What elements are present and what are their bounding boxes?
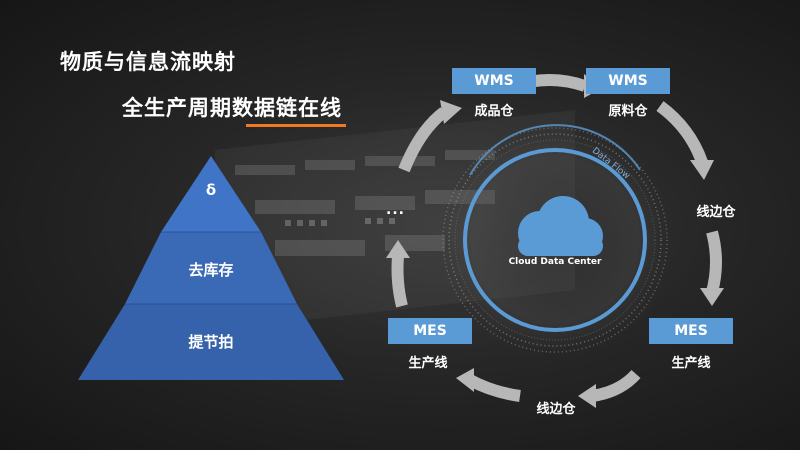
wms-badge-finished-goods: WMS [452,68,536,94]
pyramid-label-middle: 去库存 [188,261,234,279]
arrowhead-bottom [456,368,474,392]
arrowhead-right-bottom [578,384,596,408]
pyramid-label-top: δ [205,181,217,199]
dotted-ring-middle [448,133,662,347]
cloud-icon [518,196,603,256]
page-title: 物质与信息流映射 [60,50,236,74]
cloud-data-center-label: Cloud Data Center [508,257,602,267]
pyramid-label-bottom: 提节拍 [188,333,234,351]
node-label-finished-goods: 成品仓 [474,104,514,119]
node-label-line-side-right: 线边仓 [696,205,736,220]
mes-badge-left: MES [388,318,472,344]
ellipsis-marker: ... [386,202,405,218]
data-ring [463,148,647,332]
arrow-left [391,255,408,308]
arrow-right-bottom [590,369,641,402]
subtitle-underline [246,124,346,127]
pyramid-level-bottom [78,304,344,380]
arrowhead-right-top [690,160,714,180]
mes-badge-right: MES [649,318,733,344]
dotted-ring-inner [454,139,656,341]
node-label-production-left: 生产线 [408,356,448,371]
wms-badge-raw-material: WMS [586,68,670,94]
pyramid-level-middle [125,232,297,304]
arrowhead-left-top [440,100,462,124]
node-label-raw-material: 原料仓 [608,104,648,119]
node-label-line-side-bottom: 线边仓 [536,402,576,417]
arrow-right-top [656,101,708,165]
arrow-left-top [398,107,448,173]
arrowhead-left [386,240,410,258]
node-label-production-right: 生产线 [671,356,711,371]
pyramid-level-top [161,156,261,232]
arrowhead-right [700,288,724,306]
arrow-bottom [467,374,521,402]
arrow-right [706,230,722,294]
pyramid-diagram [78,156,344,380]
page-subtitle: 全生产周期数据链在线 [122,96,342,120]
dotted-ring-outer [442,127,668,353]
